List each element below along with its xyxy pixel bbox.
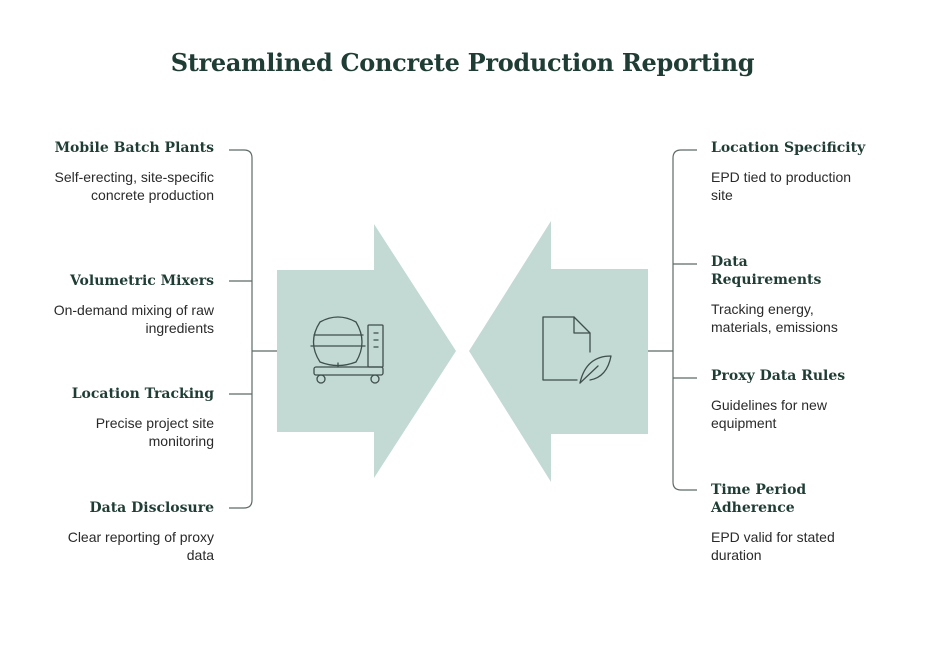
right-item-data-requirements: Data Requirements Tracking energy, mater… <box>711 253 861 336</box>
item-description: Self-erecting, site-specific concrete pr… <box>54 169 214 203</box>
right-item-proxy-data-rules: Proxy Data Rules Guidelines for new equi… <box>711 367 861 432</box>
item-title: Data Requirements <box>711 254 822 288</box>
left-item-volumetric-mixers: Volumetric Mixers On-demand mixing of ra… <box>39 272 214 337</box>
right-bracket <box>648 149 697 491</box>
right-item-time-period-adherence: Time Period Adherence EPD valid for stat… <box>711 481 861 564</box>
item-description: EPD tied to production site <box>711 169 852 203</box>
document-leaf-icon <box>542 316 612 384</box>
left-item-mobile-batch-plants: Mobile Batch Plants Self-erecting, site-… <box>39 139 214 204</box>
item-title: Time Period Adherence <box>711 482 807 516</box>
diagram-title: Streamlined Concrete Production Reportin… <box>170 48 755 77</box>
item-description: Tracking energy, materials, emissions <box>711 301 838 335</box>
item-title: Volumetric Mixers <box>69 273 214 289</box>
left-arrow-shape <box>277 224 456 478</box>
right-item-location-specificity: Location Specificity EPD tied to product… <box>711 139 871 204</box>
left-item-data-disclosure: Data Disclosure Clear reporting of proxy… <box>39 499 214 564</box>
item-description: EPD valid for stated duration <box>711 529 835 563</box>
item-title: Location Tracking <box>71 386 214 402</box>
left-bracket <box>229 149 277 509</box>
left-item-location-tracking: Location Tracking Precise project site m… <box>39 385 214 450</box>
item-description: On-demand mixing of raw ingredients <box>53 302 214 336</box>
item-description: Guidelines for new equipment <box>711 397 827 431</box>
right-arrow-shape <box>469 221 648 482</box>
item-description: Clear reporting of proxy data <box>67 529 214 563</box>
item-title: Proxy Data Rules <box>711 368 846 384</box>
item-title: Location Specificity <box>711 140 866 156</box>
concrete-mixer-icon <box>310 316 384 384</box>
item-title: Data Disclosure <box>89 500 215 516</box>
item-description: Precise project site monitoring <box>95 415 214 449</box>
item-title: Mobile Batch Plants <box>54 140 214 156</box>
